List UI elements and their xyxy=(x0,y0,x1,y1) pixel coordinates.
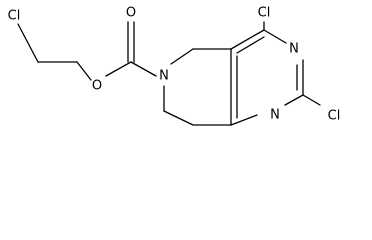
bond-c4-n3 xyxy=(263,29,287,44)
atom-n-upper: N xyxy=(289,42,299,57)
bond-c4a-c4 xyxy=(230,29,265,50)
bond-c2-cl xyxy=(302,94,321,106)
atom-o-ester: O xyxy=(92,79,102,94)
atom-o-carbonyl: O xyxy=(126,6,136,21)
bond-c4a-c4-inner xyxy=(236,36,265,54)
chemical-structure: Cl O O N Cl N Cl N xyxy=(8,6,341,126)
bonds xyxy=(17,21,321,126)
atom-cl-right: Cl xyxy=(328,109,341,124)
atom-n-lower: N xyxy=(270,108,280,123)
bond-n1-c8a xyxy=(230,114,258,126)
bond-cl-ch2 xyxy=(17,23,39,63)
bond-ch2-o xyxy=(76,61,92,81)
bond-n-c5 xyxy=(170,48,194,65)
atom-cl-left: Cl xyxy=(8,9,21,24)
atom-labels: Cl O O N Cl N Cl N xyxy=(8,6,341,124)
bond-c2-n1 xyxy=(284,94,304,106)
bond-o-carbonyl-carbon xyxy=(105,61,132,77)
atom-n-ring: N xyxy=(159,69,169,84)
bond-c7-c8 xyxy=(163,110,194,126)
bond-carbonyl-n xyxy=(130,61,157,77)
atom-cl-top: Cl xyxy=(258,6,271,21)
